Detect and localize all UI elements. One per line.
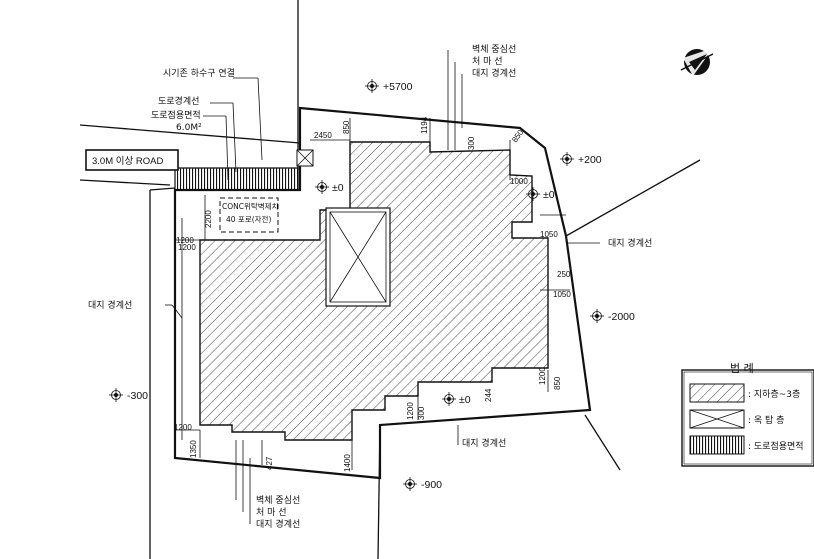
site-boundary	[173, 106, 592, 480]
dim-1200d: 1200	[406, 402, 415, 420]
conc-label-2: 40 포로(자전)	[226, 214, 271, 224]
north-arrow-icon	[680, 48, 714, 76]
legend	[681, 369, 814, 467]
dimension-lines	[176, 118, 570, 470]
legend-item-3: : 도로점용면적	[748, 440, 804, 452]
dim-427: 427	[265, 456, 274, 470]
conc-label-1: CONC위탁벽제치	[222, 201, 279, 211]
dim-1400: 1400	[343, 454, 352, 472]
dim-1200b: 1200	[538, 367, 547, 385]
dim-1050b: 1050	[553, 290, 571, 299]
elev-label-6: -300	[127, 390, 148, 402]
dim-1200e: 1200	[174, 423, 192, 432]
dim-850c: 850	[553, 376, 562, 390]
road-name-label: 3.0M 이상 ROAD	[92, 156, 163, 167]
wall-center-top-label: 벽체 중심선	[472, 44, 516, 55]
elevation-marker-icon	[109, 79, 604, 491]
dim-2200: 2200	[204, 210, 213, 228]
conc-box	[219, 197, 279, 233]
legend-item-1: : 지하층~3층	[748, 389, 800, 400]
dim-300b: 300	[417, 406, 426, 420]
dim-300: 300	[467, 136, 476, 150]
dim-1050: 1050	[540, 230, 558, 239]
dim-2450: 2450	[314, 131, 332, 140]
elev-label-7: ±0	[459, 394, 471, 406]
elev-label-4: ±0	[543, 189, 555, 201]
road-area-value: 6.0M²	[176, 123, 202, 133]
leader-lines	[165, 50, 600, 524]
dim-1194: 1194	[420, 116, 429, 134]
dim-1350: 1350	[189, 440, 198, 458]
site-boundary-right-label: 대지 경계선	[608, 237, 652, 249]
rooftop-block	[325, 207, 391, 307]
site-boundary-left-label: 대지 경계선	[88, 299, 132, 311]
elev-label-2: +200	[578, 154, 602, 166]
site-boundary-bottom-label: 대지 경계선	[462, 437, 506, 449]
sewer-label: 시기존 하수구 연결	[163, 68, 235, 79]
eave-bottom-label: 처 마 선	[256, 506, 287, 518]
dim-1200a: 1200	[176, 236, 194, 245]
dim-244: 244	[484, 388, 493, 402]
road-boundary-label: 도로경계선	[158, 95, 199, 107]
site-boundary-bottom2-label: 대지 경계선	[256, 518, 300, 530]
dim-1200c: 1200	[178, 243, 196, 252]
elev-label-1: +5700	[383, 81, 413, 93]
legend-item-2: : 옥 탑 층	[748, 414, 784, 426]
elev-label-5: -2000	[608, 311, 635, 323]
dim-250: 250	[557, 270, 571, 279]
dim-850: 850	[342, 120, 351, 134]
eave-top-label: 처 마 선	[472, 55, 503, 67]
dim-1000: 1000	[510, 177, 528, 186]
elev-label-3: ±0	[332, 182, 344, 194]
manhole-box	[296, 149, 314, 167]
elev-label-8: -900	[421, 479, 442, 491]
road-area-label: 도로점용면적	[151, 109, 201, 121]
site-boundary-top-label: 대지 경계선	[472, 67, 516, 79]
legend-title: 범 례	[730, 362, 754, 375]
wall-center-bottom-label: 벽체 중심선	[256, 495, 300, 506]
